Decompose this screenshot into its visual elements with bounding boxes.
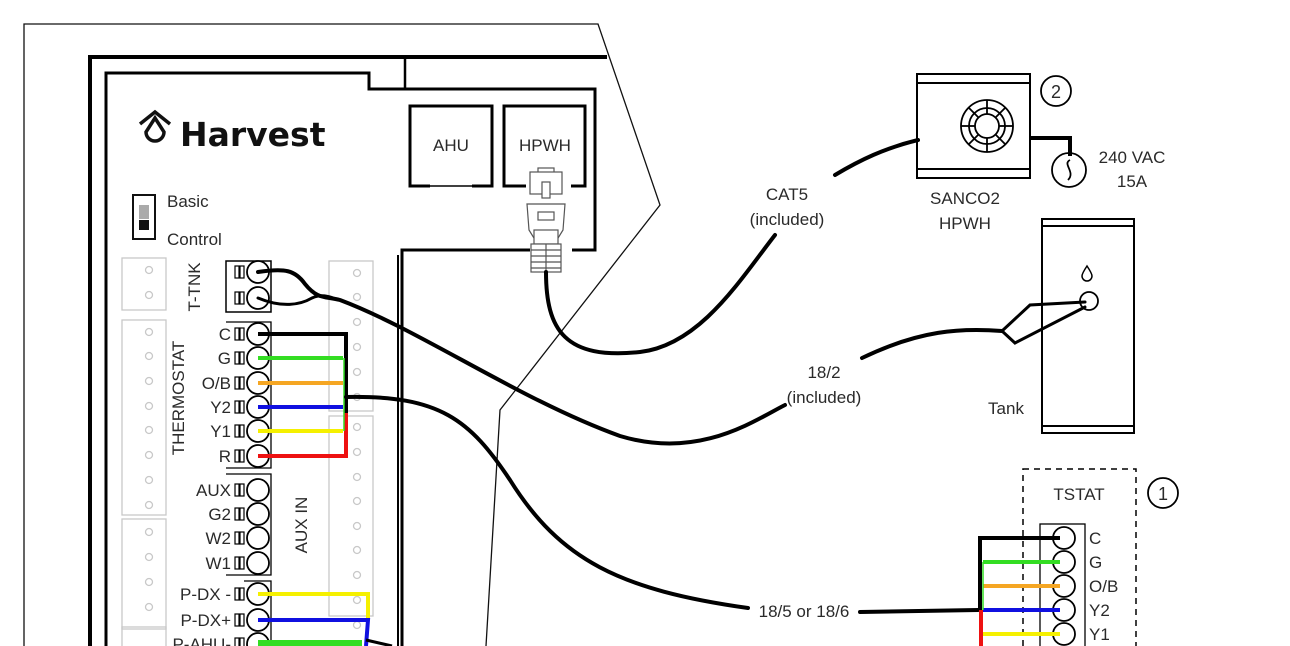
switch-label-control: Control xyxy=(167,230,222,249)
group-label-thermostat: THERMOSTAT xyxy=(169,341,188,456)
left-connector-blocks xyxy=(121,257,167,646)
enclosure-outline xyxy=(23,23,661,646)
tstat-title: TSTAT xyxy=(1053,485,1104,504)
sensor-cable-lead xyxy=(256,294,342,306)
power-cable xyxy=(1031,136,1072,156)
tank-label: Tank xyxy=(988,399,1024,418)
terminal-aux-g2[interactable]: G2 xyxy=(208,502,270,526)
tstat-terminal-y2-label: Y2 xyxy=(1089,601,1110,620)
sensor-cable-sublabel: (included) xyxy=(787,388,862,407)
tstat-terminal-g[interactable]: G xyxy=(1052,550,1102,574)
hpwh-port-label: HPWH xyxy=(519,136,571,155)
terminal-pump-p-ahu-label: P-AHU- xyxy=(172,635,231,646)
terminal-pump-p-dx[interactable]: P-DX+ xyxy=(180,608,270,632)
hpwh-model-label: SANCO2 xyxy=(930,189,1000,208)
tstat-terminal-y1[interactable]: Y1 xyxy=(1052,622,1110,646)
wire-c xyxy=(258,332,348,413)
tstat-terminal-g-label: G xyxy=(1089,553,1102,572)
tstat-terminal-c-label: C xyxy=(1089,529,1101,548)
tstat-wires xyxy=(978,536,1060,646)
terminal-thermostat-y1-label: Y1 xyxy=(210,422,231,441)
harvest-logo-icon xyxy=(138,109,172,143)
tstat-badge-circle xyxy=(1147,477,1179,509)
ahu-port[interactable] xyxy=(408,104,494,188)
sensor-cable-label: 18/2 xyxy=(807,363,840,382)
sanco2-hpwh-unit xyxy=(916,73,1031,179)
group-label-t-tnk: T-TNK xyxy=(185,262,204,312)
tstat-terminal-o-b[interactable]: O/B xyxy=(1052,574,1118,598)
hpwh-port[interactable] xyxy=(502,104,587,188)
terminal-pump-p-ahu[interactable]: P-AHU- xyxy=(172,632,270,646)
ac-power-icon xyxy=(1051,152,1087,188)
tstat-cable-label: 18/5 or 18/6 xyxy=(759,602,850,621)
sensor-cable xyxy=(256,268,787,446)
controller-board-inner xyxy=(104,71,597,646)
fan-icon xyxy=(960,99,1014,153)
pump-wires xyxy=(258,592,393,646)
pump-terminal-block xyxy=(244,580,272,646)
water-tank xyxy=(1041,218,1135,434)
cables xyxy=(256,136,1087,614)
t-tnk-terminal-block xyxy=(225,260,272,313)
right-connector-block xyxy=(328,260,374,630)
hpwh-type-label: HPWH xyxy=(939,214,991,233)
sensor-tank-lead1 xyxy=(1000,300,1087,333)
water-drop-icon xyxy=(1081,264,1093,282)
tstat-cable-right xyxy=(858,608,980,614)
switch-label-basic: Basic xyxy=(167,192,209,211)
tstat-wire-c xyxy=(978,536,1060,610)
terminal-pump-p-dx-label: P-DX - xyxy=(180,585,231,604)
terminal-aux-w1[interactable]: W1 xyxy=(206,551,270,575)
terminal-aux-w1-label: W1 xyxy=(206,554,232,573)
terminal-thermostat-g[interactable]: G xyxy=(218,346,270,370)
tstat-terminal-y1-label: Y1 xyxy=(1089,625,1110,644)
terminal-t-tnk-2-1[interactable] xyxy=(234,286,270,310)
group-label-aux-in: AUX IN xyxy=(292,497,311,554)
cat5-cable xyxy=(544,233,777,356)
cat5-cable-right xyxy=(833,138,920,177)
aux-terminal-block xyxy=(226,473,272,576)
terminal-aux-aux-label: AUX xyxy=(196,481,231,500)
wire-r xyxy=(258,413,348,458)
hpwh-badge-number: 2 xyxy=(1051,82,1061,102)
sensor-tank-lead2 xyxy=(1000,305,1087,345)
terminal-aux-w2-label: W2 xyxy=(206,529,232,548)
terminal-aux-w2[interactable]: W2 xyxy=(206,526,270,550)
terminal-thermostat-y2-label: Y2 xyxy=(210,398,231,417)
tstat-terminal-o-b-label: O/B xyxy=(1089,577,1118,596)
cat5-label: CAT5 xyxy=(766,185,808,204)
terminal-aux-aux[interactable]: AUX xyxy=(196,478,270,502)
tstat-terminal-c[interactable]: C xyxy=(1052,526,1101,550)
tstat-cable xyxy=(344,394,750,610)
brand-name: Harvest xyxy=(180,115,326,154)
terminal-aux-g2-label: G2 xyxy=(208,505,231,524)
tank-sensor-port xyxy=(1079,291,1099,311)
power-voltage-label: 240 VAC xyxy=(1099,148,1166,167)
terminal-pump-p-dx-label: P-DX+ xyxy=(180,611,231,630)
cat5-sublabel: (included) xyxy=(750,210,825,229)
terminal-thermostat-g-label: G xyxy=(218,349,231,368)
tstat-terminal-y2[interactable]: Y2 xyxy=(1052,598,1110,622)
ahu-port-label: AHU xyxy=(433,136,469,155)
mode-switch[interactable] xyxy=(132,194,156,240)
sensor-cable-right xyxy=(860,327,1004,360)
rj45-connector-icon xyxy=(526,167,566,273)
power-current-label: 15A xyxy=(1117,172,1148,191)
terminal-thermostat-r-label: R xyxy=(219,447,231,466)
thermostat-terminal-block xyxy=(226,321,272,469)
terminal-pump-p-dx[interactable]: P-DX - xyxy=(180,582,270,606)
hpwh-badge-circle xyxy=(1040,75,1072,107)
controller-board-outer xyxy=(88,55,607,646)
controller-thermostat-wires xyxy=(258,332,348,458)
tstat-badge-number: 1 xyxy=(1158,484,1168,504)
terminal-thermostat-c-label: C xyxy=(219,325,231,344)
terminal-thermostat-o-b-label: O/B xyxy=(202,374,231,393)
